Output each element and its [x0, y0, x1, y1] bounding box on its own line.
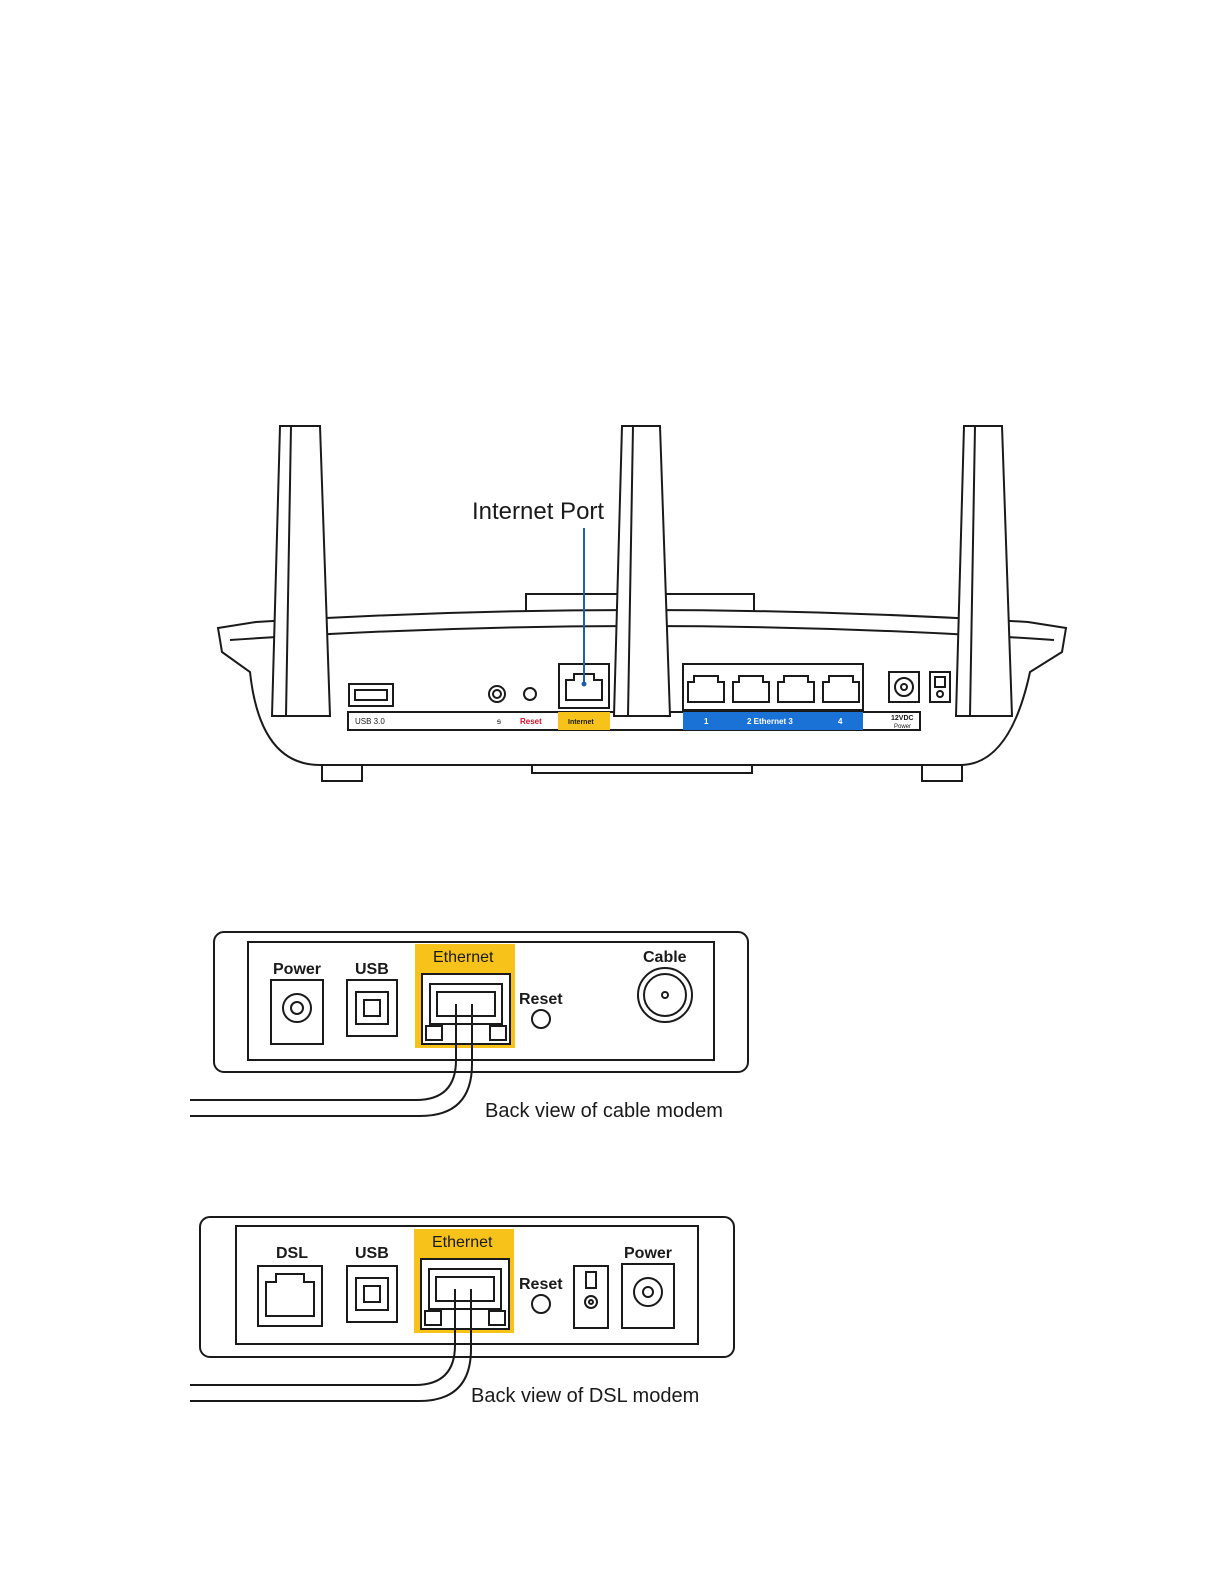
router-usb-port-inner — [354, 689, 388, 701]
dsl-modem-power-switch-ring — [584, 1295, 598, 1309]
router-internet-label: Internet — [568, 719, 594, 726]
internet-port-highlight — [558, 712, 610, 730]
dsl-modem-ethernet-led-right — [488, 1310, 506, 1326]
router-back-view — [216, 425, 1068, 782]
router-foot-left — [321, 764, 363, 782]
cable-modem-ethernet-led-right — [489, 1025, 507, 1041]
dsl-modem-reset-label: Reset — [519, 1276, 563, 1293]
cable-modem-ethernet-plug — [436, 991, 496, 1017]
router-ethernet-jack-3 — [777, 675, 815, 703]
dsl-modem-reset-button — [531, 1294, 551, 1314]
router-usb-label: USB 3.0 — [355, 717, 385, 726]
cable-modem-usb-label: USB — [355, 961, 389, 978]
router-eth-label: 2 Ethernet 3 — [747, 717, 793, 726]
dsl-modem-power-ring — [633, 1277, 663, 1307]
cable-modem-power-ring — [282, 993, 312, 1023]
dsl-modem-usb-port — [346, 1265, 398, 1323]
cable-modem-coax-outer — [637, 967, 693, 1023]
dsl-modem-ethernet-label: Ethernet — [432, 1234, 493, 1251]
router-internet-jack — [565, 673, 603, 701]
dsl-modem-caption: Back view of DSL modem — [471, 1385, 699, 1407]
cable-modem-usb-port — [346, 979, 398, 1037]
dsl-modem-power-label: Power — [624, 1245, 672, 1262]
router-eth1-label: 1 — [704, 717, 709, 726]
router-eth4-label: 4 — [838, 717, 843, 726]
router-reset-button — [523, 687, 537, 701]
ethernet-ports-highlight — [683, 712, 863, 730]
router-ethernet-jack-2 — [732, 675, 770, 703]
router-power-switch-rocker — [934, 676, 946, 688]
router-ethernet-jacks — [687, 675, 860, 703]
cable-modem-back-view — [190, 931, 749, 1117]
cable-modem-reset-button — [531, 1009, 551, 1029]
dsl-modem-back-view — [190, 1216, 735, 1402]
router-power-switch-dot — [936, 690, 944, 698]
dsl-modem-usb-inner — [355, 1277, 389, 1311]
antenna-right-edge — [969, 425, 976, 717]
router-foot-right — [921, 764, 963, 782]
dsl-modem-ethernet-jack — [428, 1268, 502, 1310]
cable-modem-power-port — [270, 979, 324, 1045]
router-wps-button-inner — [492, 689, 502, 699]
router-power-jack-pin — [900, 683, 908, 691]
cable-modem-power-pin — [290, 1001, 304, 1015]
antenna-center-edge — [627, 425, 634, 717]
router-ethernet-block — [682, 663, 864, 711]
dsl-modem-power-switch-rocker — [585, 1271, 597, 1289]
dsl-modem-power-pin — [642, 1286, 654, 1298]
dsl-modem-usb-label: USB — [355, 1245, 389, 1262]
antenna-left — [270, 425, 332, 717]
dsl-modem-cable-outer — [190, 1289, 456, 1386]
cable-modem-reset-label: Reset — [519, 991, 563, 1008]
callout-dot — [581, 681, 587, 687]
router-foot-center — [531, 765, 753, 774]
dsl-modem-ethernet-plug — [435, 1276, 495, 1302]
router-ethernet-jack-4 — [822, 675, 860, 703]
router-power-jack-ring — [894, 677, 914, 697]
cable-modem-cable-inner — [190, 1004, 473, 1117]
cable-modem-cable-label: Cable — [643, 949, 687, 966]
router-power-label-bottom: Power — [894, 724, 911, 730]
antenna-right — [954, 425, 1014, 717]
router-reset-label: Reset — [520, 717, 542, 726]
antenna-left-edge — [285, 425, 292, 717]
dsl-modem-dsl-jack — [265, 1273, 315, 1317]
router-ethernet-jack-1 — [687, 675, 725, 703]
router-power-jack — [888, 671, 920, 703]
cable-modem-power-label: Power — [273, 961, 321, 978]
cable-modem-ethernet-jack — [429, 983, 503, 1025]
dsl-modem-ethernet-led-left — [424, 1310, 442, 1326]
antenna-center — [612, 425, 672, 717]
internet-port-callout: Internet Port — [472, 498, 604, 525]
dsl-modem-dsl-port — [257, 1265, 323, 1327]
router-wps-button — [488, 685, 506, 703]
dsl-modem-usb-core — [363, 1285, 381, 1303]
router-wps-icon: ᵴ — [496, 717, 501, 726]
router-power-label-top: 12VDC — [891, 715, 914, 722]
cable-modem-coax-pin — [661, 991, 669, 999]
cable-modem-usb-inner — [355, 991, 389, 1025]
cable-modem-ethernet-led-left — [425, 1025, 443, 1041]
cable-modem-cable-outer — [190, 1004, 457, 1101]
cable-modem-coax-inner — [643, 973, 687, 1017]
cable-modem-usb-core — [363, 999, 381, 1017]
dsl-modem-power-switch-dot — [588, 1299, 594, 1305]
cable-modem-caption: Back view of cable modem — [485, 1100, 723, 1122]
dsl-modem-power-port — [621, 1263, 675, 1329]
dsl-modem-cable-inner — [190, 1289, 472, 1402]
dsl-modem-dsl-label: DSL — [276, 1245, 308, 1262]
cable-modem-ethernet-label: Ethernet — [433, 949, 494, 966]
